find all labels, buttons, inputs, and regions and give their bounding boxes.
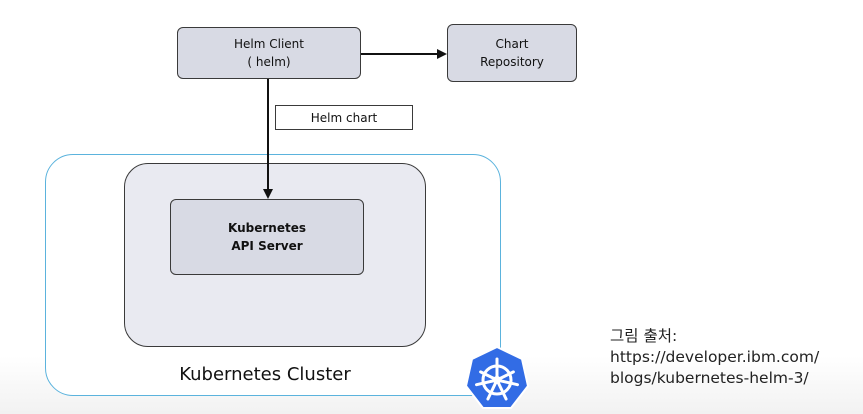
kubernetes-api-server-box: Kubernetes API Server <box>170 199 364 275</box>
kubernetes-cluster-label: Kubernetes Cluster <box>179 364 351 385</box>
helm-chart-label: Helm chart <box>310 110 378 125</box>
helm-client-box: Helm Client ( helm) <box>177 27 361 79</box>
helm-client-label-line2: ( helm) <box>247 55 291 69</box>
kubernetes-helm-wheel-icon <box>464 345 530 409</box>
chart-repository-label-line2: Repository <box>480 55 544 69</box>
chart-repository-box: Chart Repository <box>447 24 577 82</box>
source-caption-line1: 그림 출처: <box>610 327 678 345</box>
api-server-label-line2: API Server <box>231 239 303 253</box>
source-caption-line2: https://developer.ibm.com/ <box>610 348 820 366</box>
helm-client-label-line1: Helm Client <box>234 37 304 51</box>
api-server-label-line1: Kubernetes <box>228 221 306 235</box>
helm-chart-label-box: Helm chart <box>275 105 413 130</box>
source-caption-line3: blogs/kubernetes-helm-3/ <box>610 369 809 387</box>
chart-repository-label-line1: Chart <box>495 37 529 51</box>
image-source-caption: 그림 출처: https://developer.ibm.com/ blogs/… <box>610 326 819 389</box>
